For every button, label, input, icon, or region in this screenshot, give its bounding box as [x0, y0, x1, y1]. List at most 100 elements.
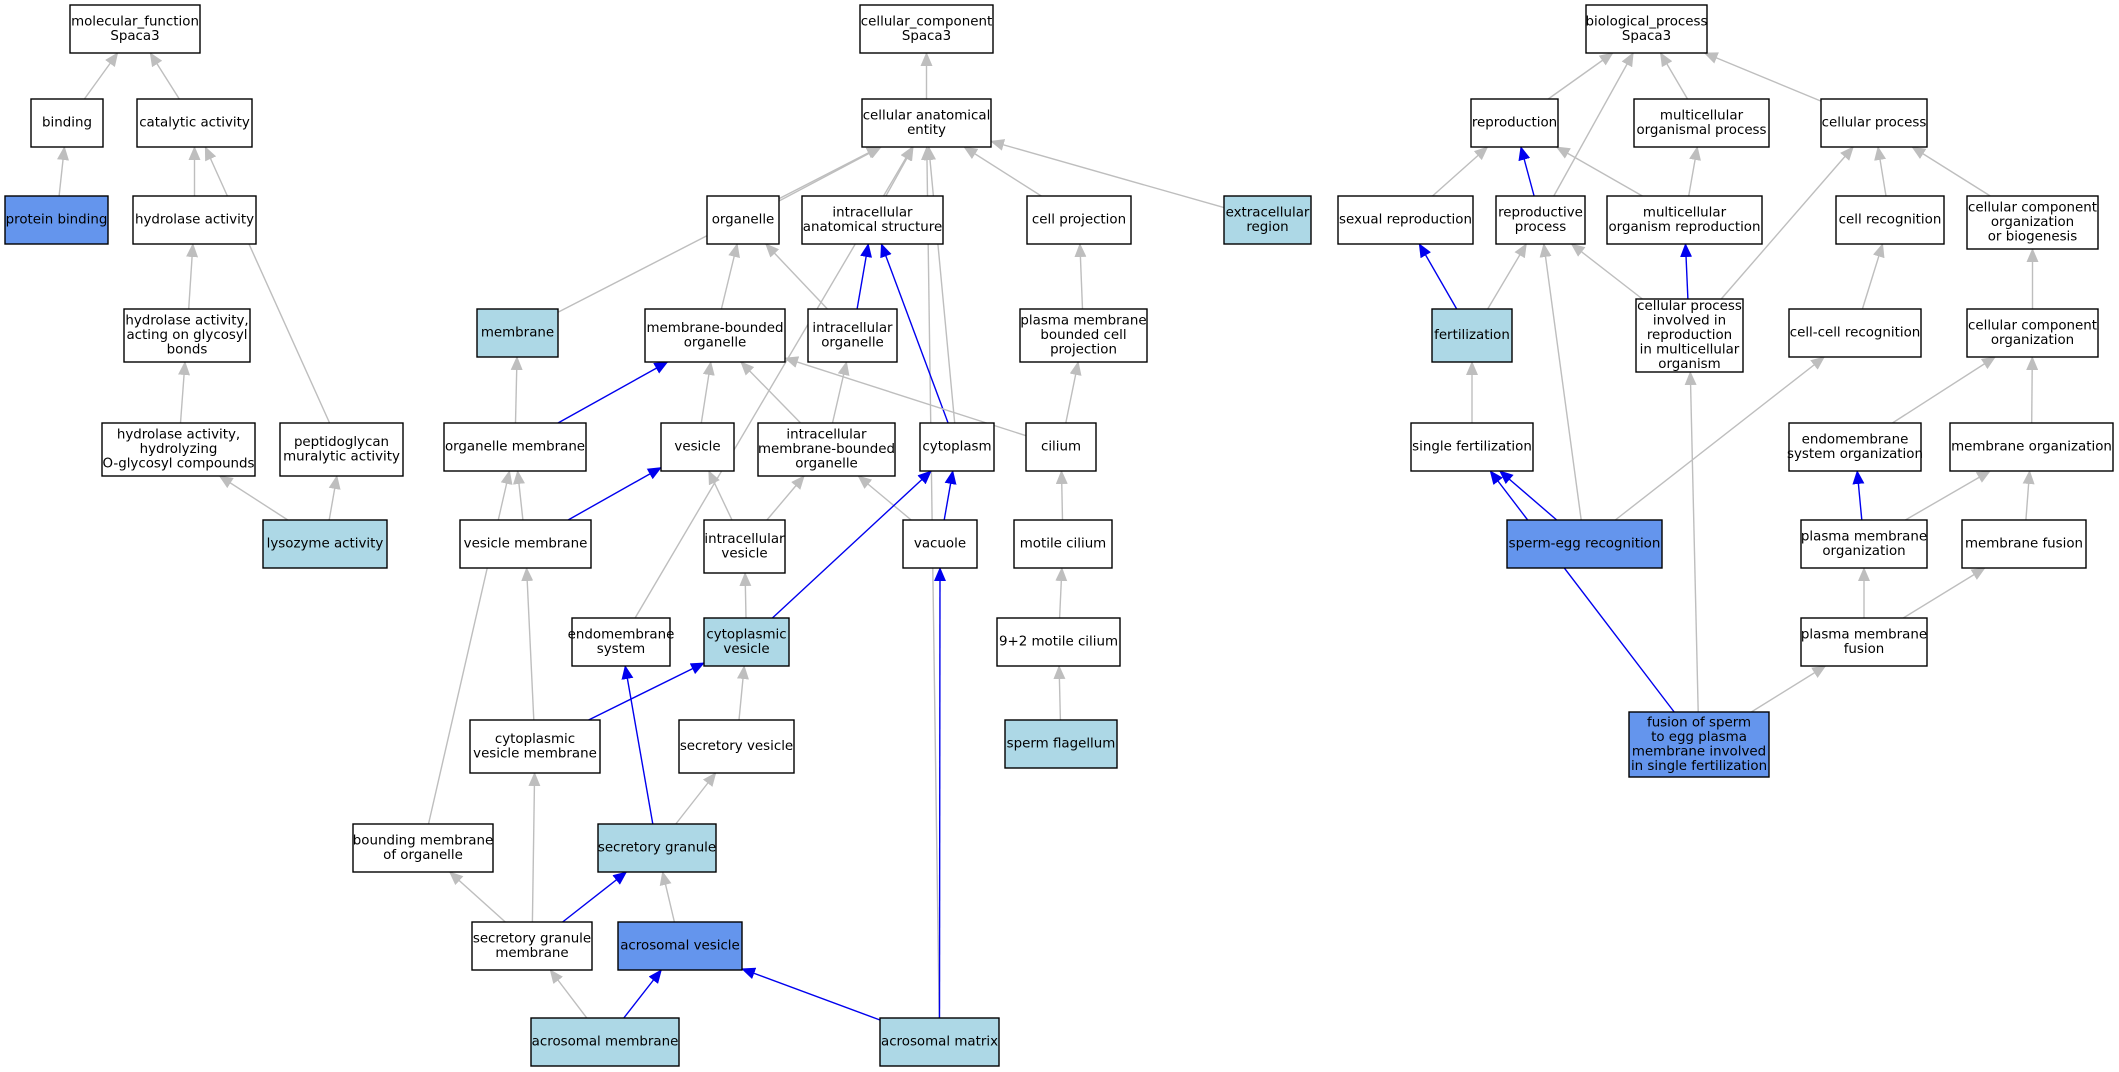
- edge-line: [567, 466, 662, 521]
- term-label: membrane: [481, 326, 554, 341]
- term-node-hyd-glyc[interactable]: hydrolase activity,acting on glycosylbon…: [123, 308, 251, 363]
- edge-line: [2026, 356, 2039, 424]
- edge-line: [588, 662, 705, 721]
- term-label: organism: [1658, 357, 1720, 372]
- term-node-ves-mem[interactable]: vesicle membrane: [459, 519, 592, 569]
- edge-intra_org-to-ias: [856, 243, 873, 310]
- edge-vacuole-to-imbo: [857, 475, 912, 521]
- term-node-vacuole[interactable]: vacuole: [902, 519, 978, 569]
- edge-cilium-to-pmbcp: [1065, 361, 1082, 424]
- term-node-cilium[interactable]: cilium: [1025, 422, 1097, 472]
- term-node-cytoplasm[interactable]: cytoplasm: [919, 422, 995, 472]
- term-node-membrane[interactable]: membrane: [476, 308, 559, 358]
- edge-line: [218, 475, 289, 521]
- term-box: [1835, 195, 1945, 245]
- term-node-lysozyme[interactable]: lysozyme activity: [262, 519, 388, 569]
- edge-line: [659, 871, 676, 923]
- term-label: secretory vesicle: [680, 739, 793, 754]
- term-node-sperm-flag[interactable]: sperm flagellum: [1004, 719, 1118, 769]
- term-label: projection: [1050, 343, 1117, 358]
- term-node-ccr[interactable]: cell-cell recognition: [1788, 308, 1922, 358]
- term-node-acro-mat[interactable]: acrosomal matrix: [879, 1017, 1000, 1067]
- term-node-secr-gran[interactable]: secretory granule: [597, 823, 717, 873]
- term-node-acro-ves[interactable]: acrosomal vesicle: [617, 921, 743, 971]
- term-node-hyd-oglyc[interactable]: hydrolase activity,hydrolyzingO-glycosyl…: [101, 422, 256, 477]
- term-node-vesicle[interactable]: vesicle: [660, 422, 735, 472]
- term-node-cellproj[interactable]: cell projection: [1026, 195, 1132, 245]
- term-node-mem-org[interactable]: membrane organization: [1949, 422, 2114, 472]
- term-node-motile-cilium[interactable]: motile cilium: [1013, 519, 1113, 569]
- edge-line: [880, 243, 949, 424]
- edge-mbo-to-organelle: [720, 243, 740, 310]
- term-label: vesicle: [721, 546, 767, 561]
- term-label: hydrolase activity: [135, 213, 254, 228]
- term-node-cell-recog[interactable]: cell recognition: [1835, 195, 1945, 245]
- edge-line: [1911, 146, 1991, 197]
- term-label: sperm-egg recognition: [1509, 537, 1661, 552]
- term-node-reproduction[interactable]: reproduction: [1470, 98, 1559, 148]
- edge-fusion_sperm-to-cpir: [1684, 371, 1699, 713]
- edge-line: [933, 567, 946, 1019]
- term-node-mem-fusion[interactable]: membrane fusion: [1961, 519, 2087, 569]
- term-node-single-fert[interactable]: single fertilization: [1410, 422, 1534, 472]
- term-box: [1961, 519, 2087, 569]
- term-box: [1004, 719, 1118, 769]
- term-node-organelle[interactable]: organelle: [706, 195, 780, 245]
- term-node-motile92[interactable]: 9+2 motile cilium: [996, 617, 1121, 667]
- term-node-acro-mem[interactable]: acrosomal membrane: [530, 1017, 680, 1067]
- edge-line: [57, 146, 69, 197]
- term-node-hydrolase[interactable]: hydrolase activity: [132, 195, 257, 245]
- term-node-sperm-egg[interactable]: sperm-egg recognition: [1506, 519, 1663, 569]
- term-node-protein-binding[interactable]: protein binding: [4, 195, 109, 245]
- edge-cell_proc-to-bp: [1703, 52, 1822, 102]
- term-node-catalytic[interactable]: catalytic activity: [136, 98, 253, 148]
- edge-ccob-to-cell_proc: [1911, 146, 1991, 197]
- edge-line: [1680, 243, 1693, 300]
- term-label: cytoplasmic: [706, 627, 786, 642]
- term-box: [443, 422, 587, 472]
- edge-line: [562, 871, 628, 923]
- term-box: [1800, 617, 1928, 667]
- term-label: or biogenesis: [1988, 230, 2078, 245]
- edge-line: [448, 871, 506, 923]
- term-node-binding[interactable]: binding: [30, 98, 104, 148]
- term-label: organization: [1991, 333, 2074, 348]
- term-label: organelle: [684, 335, 747, 350]
- term-node-sex-repro[interactable]: sexual reproduction: [1337, 195, 1474, 245]
- term-label: organism reproduction: [1608, 220, 1760, 235]
- term-node-org-mem[interactable]: organelle membrane: [443, 422, 587, 472]
- term-box: [1633, 98, 1770, 148]
- term-box: [459, 519, 592, 569]
- term-node-cell-proc[interactable]: cellular process: [1820, 98, 1928, 148]
- term-node-secr-ves[interactable]: secretory vesicle: [678, 719, 795, 774]
- edge-line: [771, 470, 932, 619]
- term-node-fert[interactable]: fertilization: [1431, 308, 1513, 363]
